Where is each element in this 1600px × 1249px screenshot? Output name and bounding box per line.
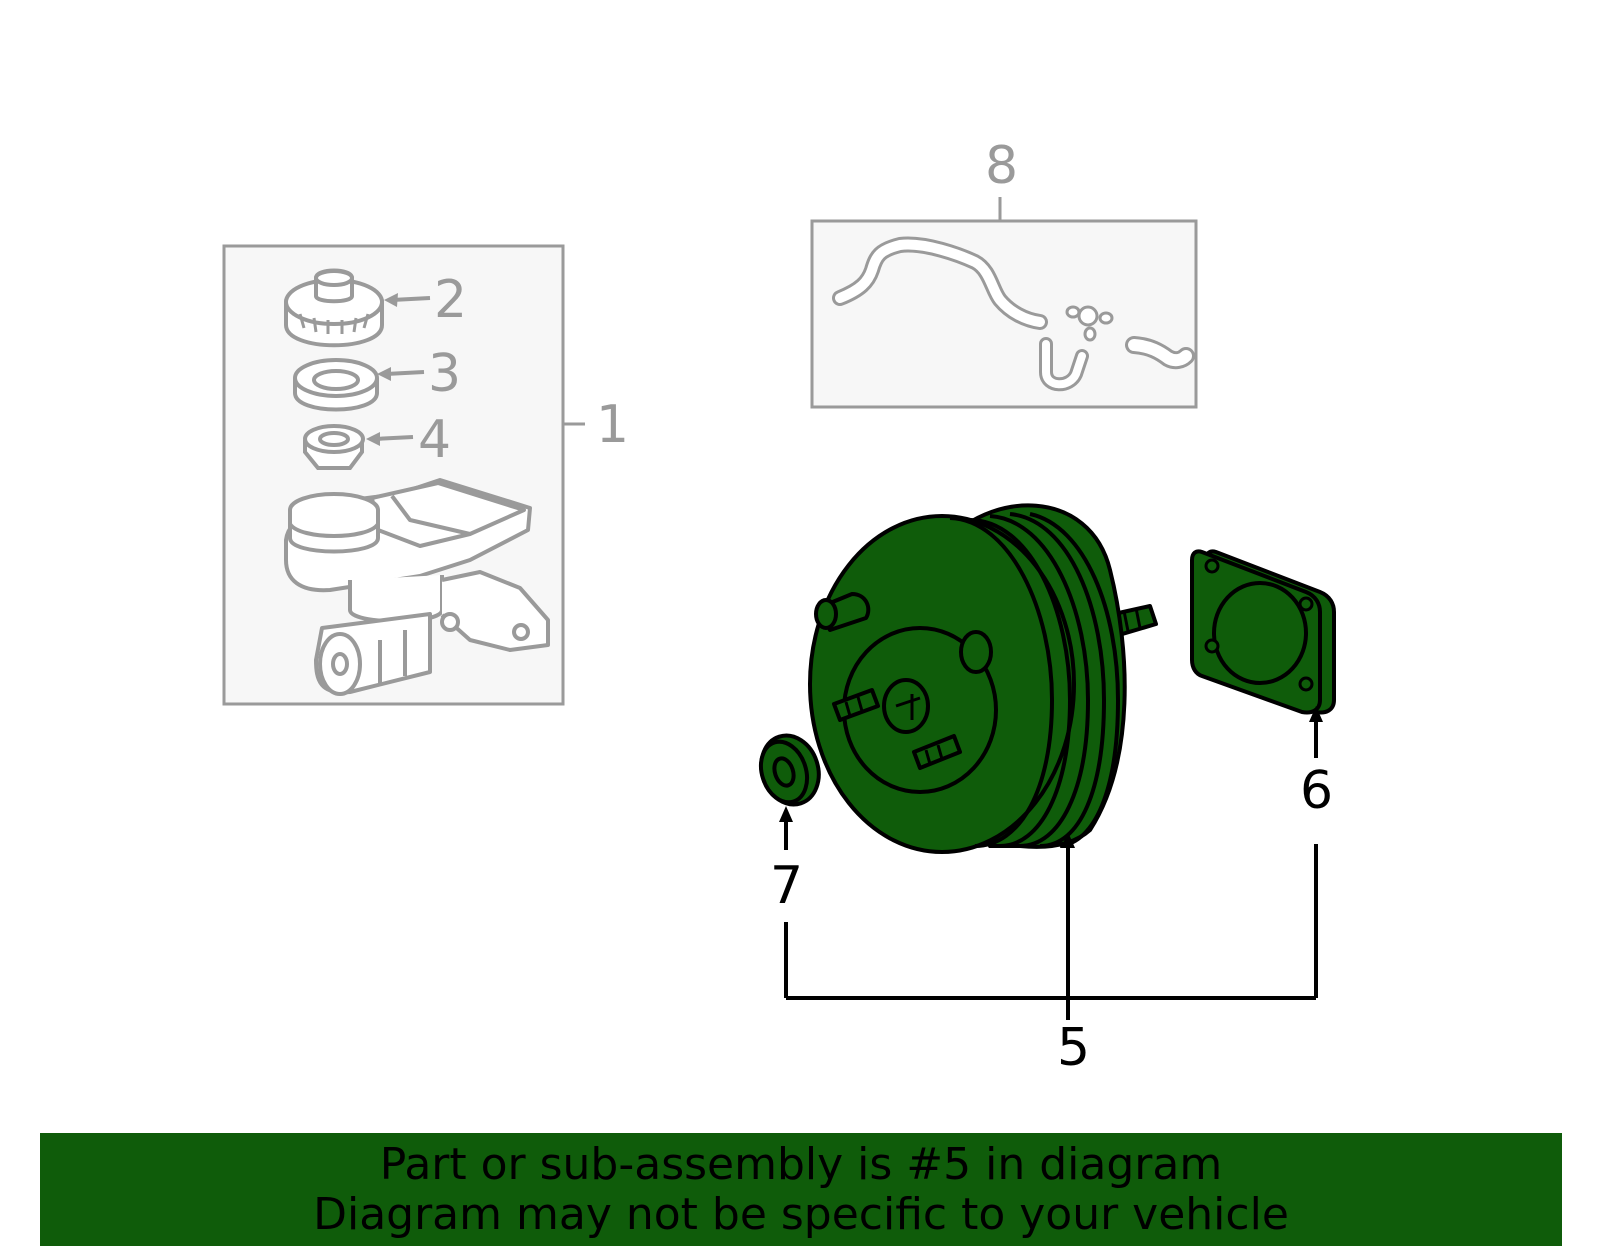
- booster-gasket-part[interactable]: [1190, 549, 1336, 715]
- callout-7[interactable]: 7: [770, 856, 803, 916]
- callout-5[interactable]: 5: [1057, 1018, 1090, 1078]
- vacuum-hose-group: 8: [810, 136, 1198, 409]
- callout-6[interactable]: 6: [1300, 761, 1333, 821]
- callout-2-arrow: [391, 296, 431, 302]
- callout-6-arrow: [1309, 706, 1323, 722]
- reservoir-cap-part[interactable]: [284, 268, 384, 348]
- banner-line-disclaimer: Diagram may not be specific to your vehi…: [313, 1188, 1289, 1240]
- callout-3[interactable]: 3: [428, 344, 461, 404]
- callout-bracket: [784, 718, 1318, 1020]
- master-cylinder-body[interactable]: [284, 478, 550, 696]
- callout-1[interactable]: 1: [596, 395, 629, 455]
- callout-2[interactable]: 2: [434, 270, 467, 330]
- callout-3-arrow: [385, 370, 425, 376]
- master-cylinder-group: 1 2 3 4: [222, 244, 629, 706]
- reservoir-filter-part[interactable]: [293, 358, 379, 412]
- callout-5-arrow: [1061, 832, 1075, 848]
- check-valve-part[interactable]: [1065, 305, 1114, 342]
- booster-seal-part[interactable]: [753, 728, 828, 812]
- info-banner: Part or sub-assembly is #5 in diagram Di…: [40, 1133, 1562, 1246]
- callout-7-arrow: [779, 806, 793, 822]
- callout-4[interactable]: 4: [418, 410, 451, 470]
- callout-8[interactable]: 8: [985, 136, 1018, 196]
- banner-line-part-number: Part or sub-assembly is #5 in diagram: [379, 1138, 1223, 1190]
- callout-4-arrow: [374, 435, 414, 441]
- brake-booster-part[interactable]: [808, 503, 1158, 854]
- vacuum-hose-parts[interactable]: [832, 236, 1195, 392]
- reservoir-grommet-part[interactable]: [303, 424, 365, 470]
